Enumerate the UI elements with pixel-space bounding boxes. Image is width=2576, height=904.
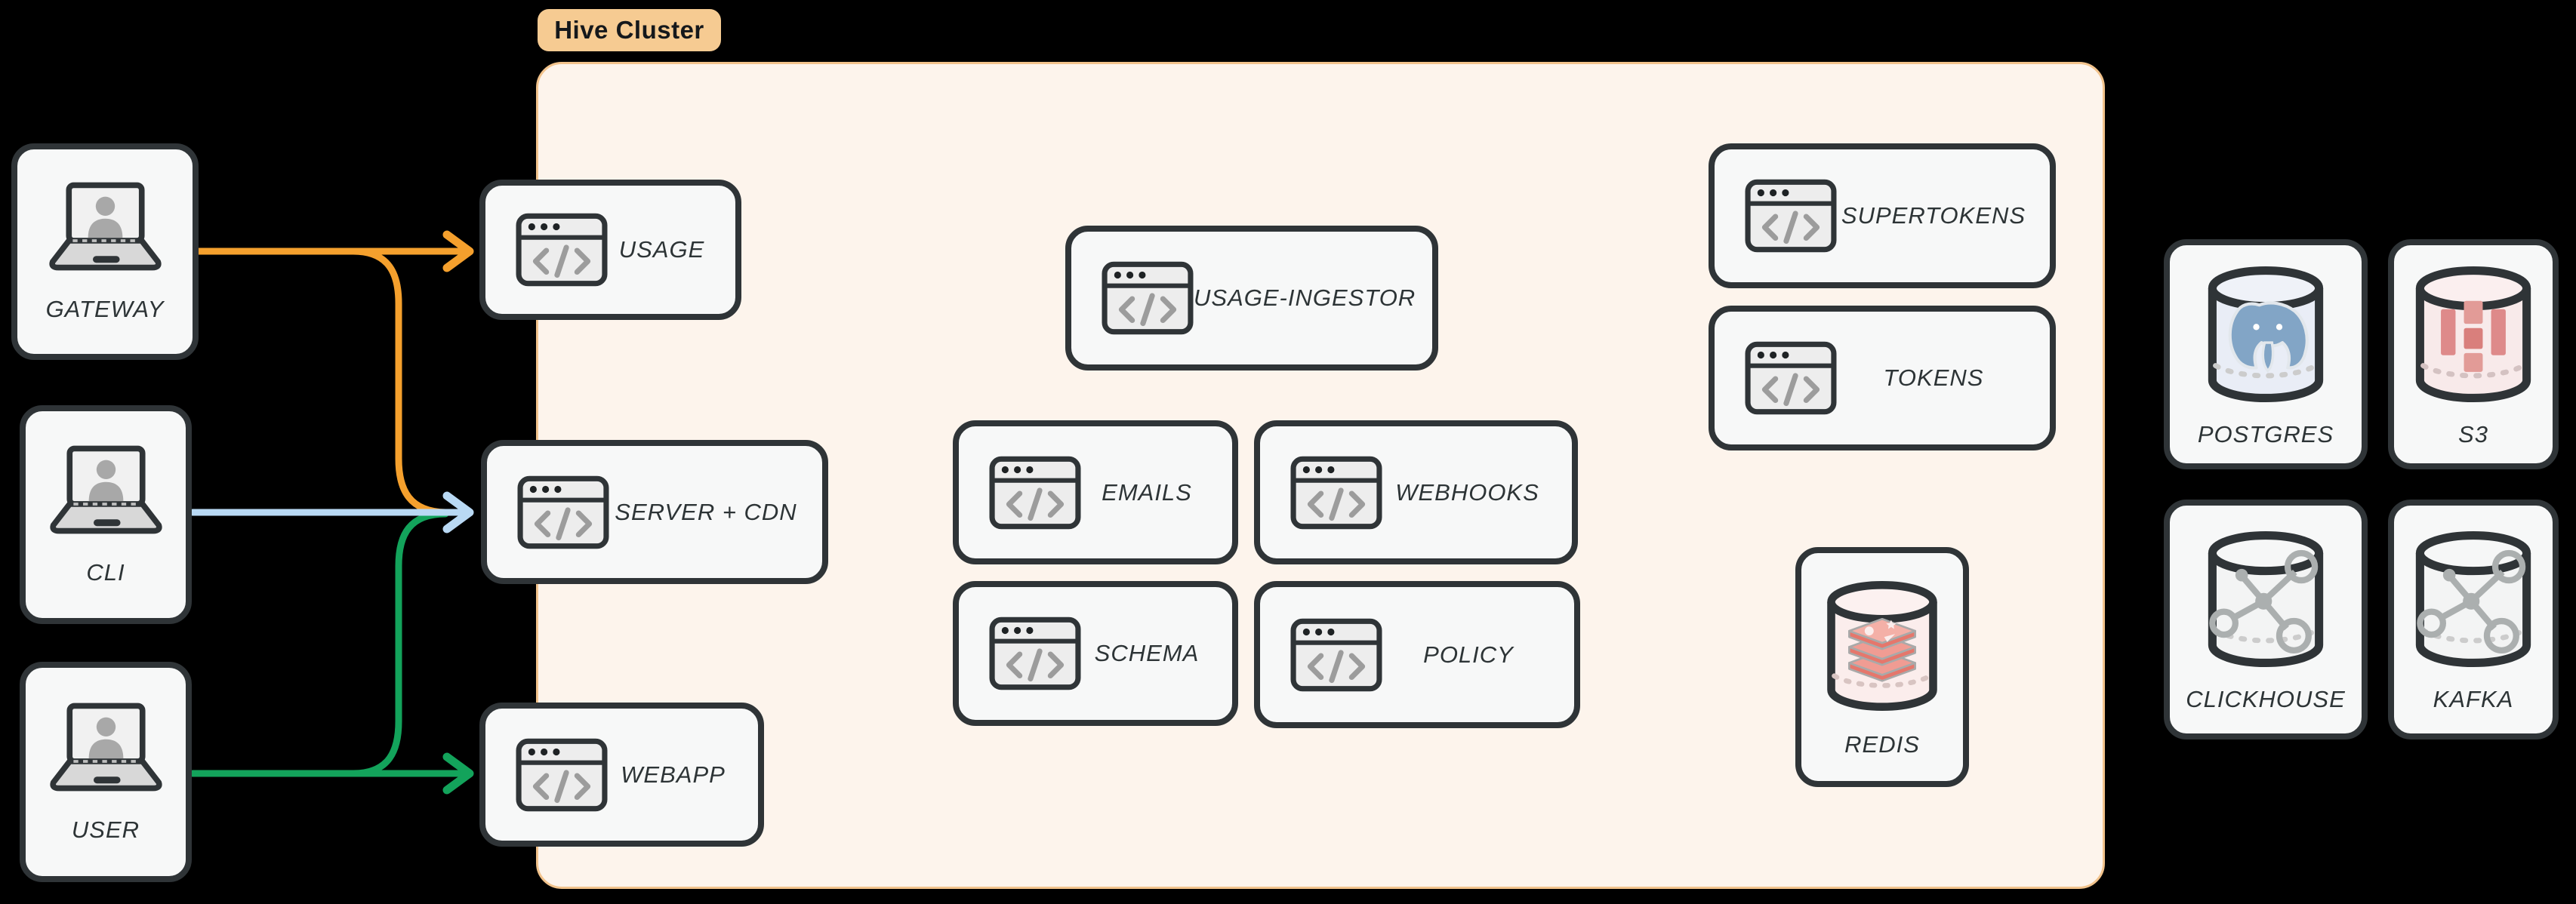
node-webapp-label: WEBAPP — [621, 761, 726, 788]
node-clickhouse-label: CLICKHOUSE — [2186, 686, 2346, 712]
node-gateway: GATEWAY — [11, 143, 199, 360]
edge-cli-to-server-cdn-arrowhead — [442, 491, 474, 533]
molecule-database-icon — [2198, 526, 2334, 672]
node-kafka-label: KAFKA — [2433, 686, 2514, 712]
laptop-user-icon — [44, 444, 168, 540]
node-server-cdn: SERVER + CDN — [481, 440, 828, 584]
node-cli: CLI — [20, 405, 192, 624]
node-cli-label: CLI — [86, 558, 125, 586]
node-redis: REDIS — [1795, 547, 1969, 787]
node-schema-label: SCHEMA — [1094, 640, 1200, 666]
node-gateway-label: GATEWAY — [45, 296, 165, 322]
code-window-icon — [516, 213, 608, 287]
code-window-icon — [1745, 179, 1837, 253]
node-server-cdn-label: SERVER + CDN — [615, 498, 797, 525]
node-usage: USAGE — [479, 180, 741, 320]
code-window-icon — [1102, 261, 1194, 335]
code-window-icon — [989, 456, 1081, 530]
code-window-icon — [1290, 618, 1382, 692]
node-webhooks: WEBHOOKS — [1254, 420, 1578, 564]
node-tokens-label: TOKENS — [1883, 364, 1984, 391]
node-postgres: POSTGRES — [2164, 239, 2368, 469]
code-window-icon — [516, 738, 608, 812]
redis-database-icon — [1817, 576, 1947, 716]
node-kafka: KAFKA — [2388, 500, 2559, 739]
node-user-label: USER — [71, 816, 140, 843]
laptop-user-icon — [43, 180, 168, 276]
node-usage-label: USAGE — [618, 236, 705, 263]
node-user: USER — [20, 662, 192, 882]
node-tokens: TOKENS — [1709, 306, 2056, 450]
s3-database-icon — [2405, 261, 2541, 407]
node-usage-ingestor-label: USAGE-INGESTOR — [1194, 284, 1416, 311]
edge-user-to-server-cdn — [350, 510, 449, 777]
node-webhooks-label: WEBHOOKS — [1395, 478, 1539, 506]
edge-gateway-to-server-cdn — [350, 248, 449, 516]
node-emails-label: EMAILS — [1102, 478, 1192, 506]
code-window-icon — [517, 475, 609, 549]
node-postgres-label: POSTGRES — [2197, 420, 2334, 447]
edge-gateway-to-usage-arrowhead — [442, 230, 474, 272]
edge-user-to-webapp-arrowhead — [442, 752, 474, 795]
cluster-title: Hive Cluster — [554, 16, 704, 44]
code-window-icon — [1745, 341, 1837, 415]
node-schema: SCHEMA — [953, 581, 1238, 726]
node-supertokens-label: SUPERTOKENS — [1841, 202, 2026, 229]
node-s3: S3 — [2388, 239, 2559, 469]
node-policy-label: POLICY — [1423, 641, 1514, 668]
node-redis-label: REDIS — [1844, 731, 1920, 758]
code-window-icon — [989, 617, 1081, 690]
node-clickhouse: CLICKHOUSE — [2164, 500, 2368, 739]
laptop-user-icon — [44, 701, 168, 797]
node-policy: POLICY — [1254, 581, 1580, 728]
node-s3-label: S3 — [2458, 420, 2488, 447]
molecule-database-icon — [2405, 526, 2541, 672]
node-supertokens: SUPERTOKENS — [1709, 143, 2056, 288]
node-usage-ingestor: USAGE-INGESTOR — [1065, 226, 1438, 371]
node-emails: EMAILS — [953, 420, 1238, 564]
node-webapp: WEBAPP — [479, 703, 764, 847]
cluster-title-badge: Hive Cluster — [538, 9, 721, 51]
code-window-icon — [1290, 456, 1382, 530]
postgres-database-icon — [2198, 261, 2334, 407]
